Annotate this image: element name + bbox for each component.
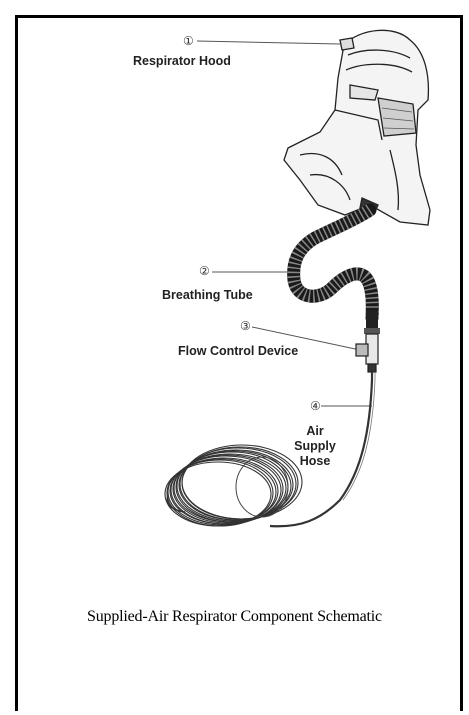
figure-caption: Supplied-Air Respirator Component Schema…: [0, 608, 469, 626]
respirator-hood-drawing: [284, 30, 430, 225]
flow-control-device-drawing: [356, 334, 378, 372]
component-number-1: ①: [183, 35, 194, 47]
component-number-3: ③: [240, 320, 251, 332]
label-air-supply-hose: Air Supply Hose: [285, 424, 345, 469]
component-number-2: ②: [199, 265, 210, 277]
component-number-4: ④: [310, 400, 321, 412]
label-breathing-tube: Breathing Tube: [162, 288, 253, 302]
label-flow-control-device: Flow Control Device: [178, 344, 298, 358]
breathing-tube-drawing: [294, 210, 380, 334]
label-respirator-hood: Respirator Hood: [133, 54, 231, 68]
